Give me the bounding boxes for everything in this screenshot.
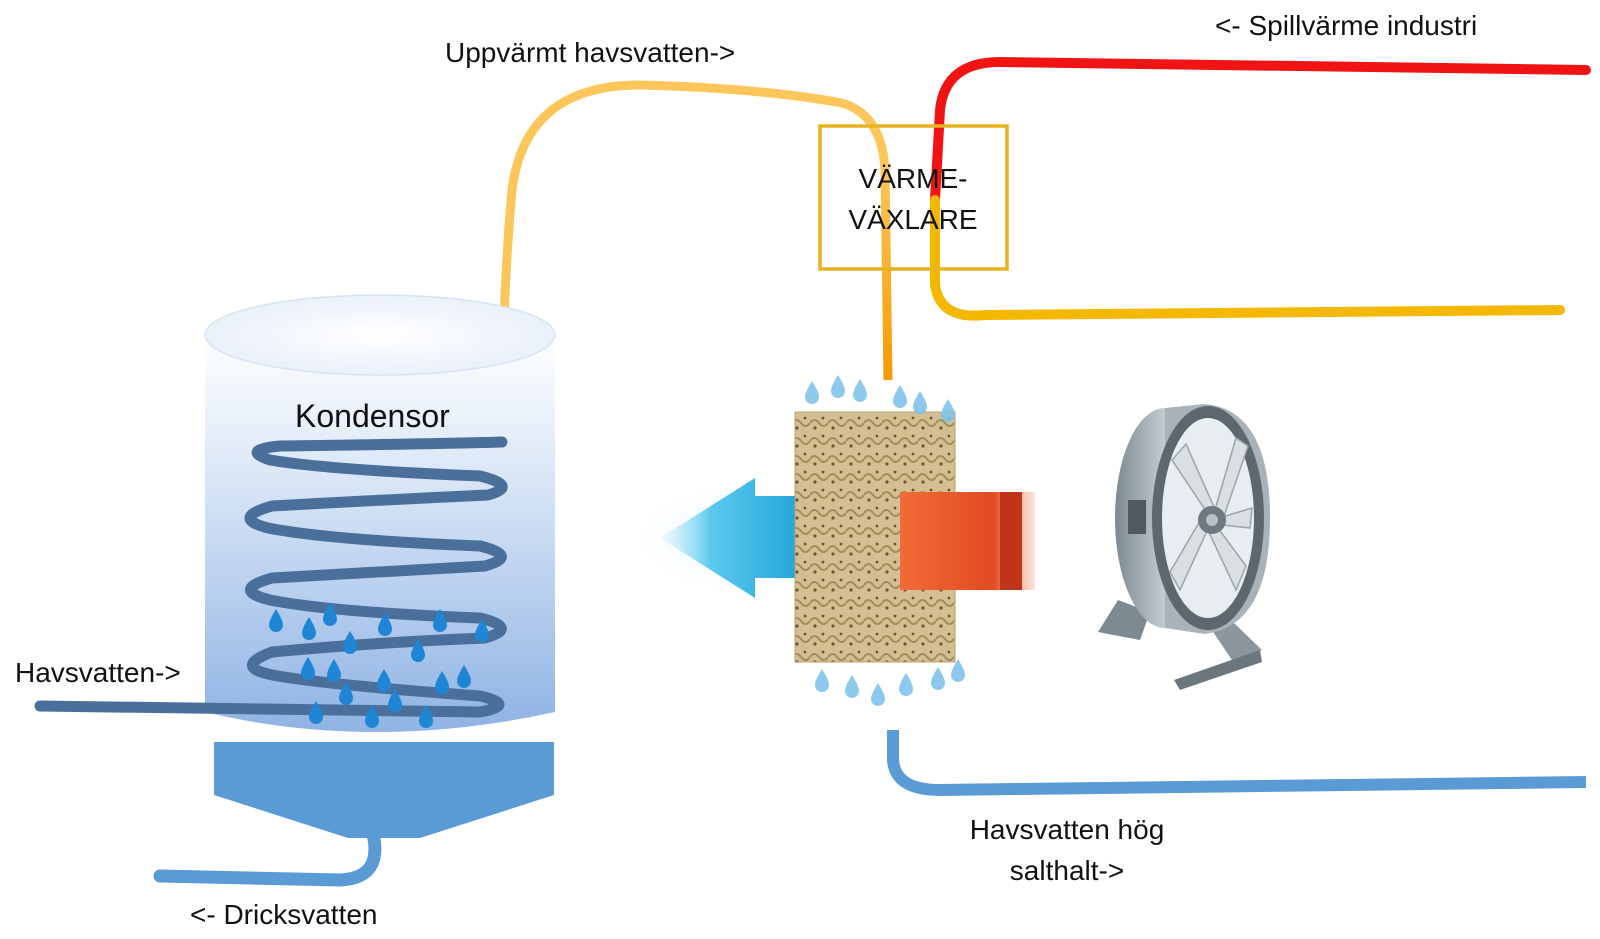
heat-exchanger-label-1: VÄRME- <box>859 163 968 194</box>
industry-waste-heat-label: <- Spillvärme industri <box>1215 10 1477 41</box>
condenser-funnel <box>214 742 554 838</box>
warm-return-pipe <box>930 195 1565 321</box>
cold-air-arrow <box>660 478 805 598</box>
high-salinity-label-2: salthalt-> <box>1010 855 1124 886</box>
high-salinity-outlet-pipe <box>887 730 1587 797</box>
drinking-water-label: <- Dricksvatten <box>190 899 378 930</box>
high-salinity-label-1: Havsvatten hög <box>970 814 1165 845</box>
condenser-label: Kondensor <box>295 398 450 434</box>
heated-seawater-pipe <box>497 80 890 447</box>
heat-exchanger-label-2: VÄXLARE <box>848 204 977 235</box>
heat-exchanger-box <box>818 124 1009 271</box>
condenser-tank <box>204 294 556 732</box>
drinking-water-pipe <box>153 823 382 887</box>
hot-industry-pipe <box>930 56 1591 205</box>
exchanger-to-pad-pipe <box>880 169 893 381</box>
seawater-inlet-label: Havsvatten-> <box>15 657 181 688</box>
heated-seawater-label: Uppvärmt havsvatten-> <box>445 37 735 68</box>
axial-fan <box>1098 404 1270 690</box>
condenser-coil <box>34 436 508 718</box>
hot-air-arrow-face <box>1000 492 1022 590</box>
